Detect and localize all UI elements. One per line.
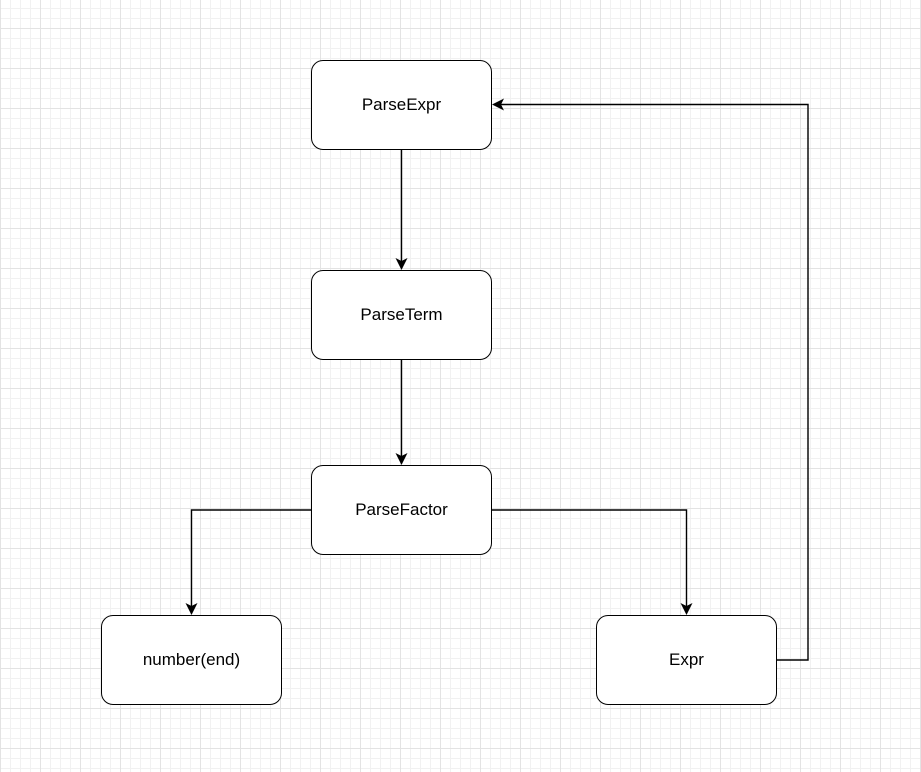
node-number-end[interactable]: number(end)	[101, 615, 282, 705]
node-parse-factor-label: ParseFactor	[355, 500, 448, 519]
edge-parsefactor-to-expr	[492, 509, 693, 615]
node-number-end-label: number(end)	[142, 650, 241, 669]
edge-expr-to-parseexpr	[492, 98, 809, 661]
node-parse-factor[interactable]: ParseFactor	[311, 465, 492, 555]
edge-parsefactor-to-number-end	[185, 509, 311, 615]
node-parse-term[interactable]: ParseTerm	[311, 270, 492, 360]
node-parse-expr-label: ParseExpr	[361, 95, 442, 114]
node-expr-label: Expr	[669, 650, 704, 669]
node-parse-expr[interactable]: ParseExpr	[311, 60, 492, 150]
node-parse-term-label: ParseTerm	[360, 305, 443, 324]
node-expr[interactable]: Expr	[596, 615, 777, 705]
